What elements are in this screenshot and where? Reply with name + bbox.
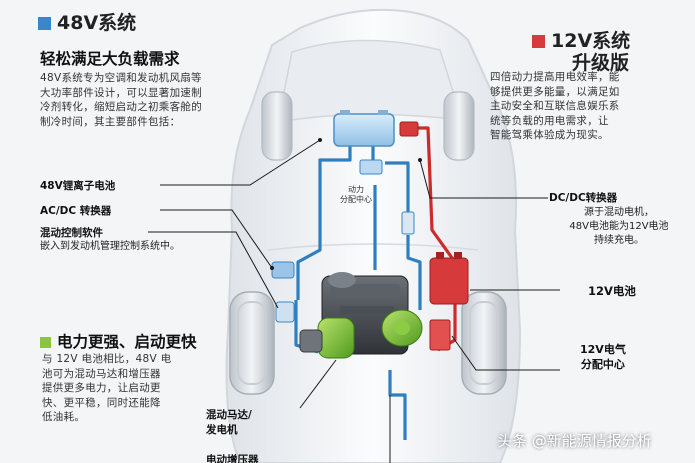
callout-hybrid-software-body: 嵌入到发动机管理控制系统中。 [40, 241, 180, 252]
power-center-line2: 分配中心 [340, 195, 372, 204]
left-body-line: 冷剂转化，缩短启动之初乘客舱的 [40, 101, 202, 113]
right-body-line: 四倍动力提高用电效率，能 [490, 71, 620, 83]
red-square-icon [532, 35, 545, 48]
bottom-body-line: 与 12V 电池相比，48V 电 [42, 353, 172, 365]
left-section-body: 48V系统专为空调和发动机风扇等 大功率部件设计，可以显著加速制 冷剂转化，缩短… [40, 71, 270, 129]
bottom-body-line: 低油耗。 [42, 411, 86, 423]
bottom-section-title-row: 电力更强、启动更快 [40, 330, 197, 352]
wheel-rear-right [443, 91, 475, 161]
left-section-title-row: 48V系统 [38, 8, 136, 35]
battery-48v [333, 110, 395, 147]
callout-acdc-converter: AC/DC 转换器 [40, 205, 112, 217]
callout-12v-distribution: 12V电气 分配中心 [580, 342, 626, 372]
bottom-body-line: 池可为混动马达和增压器 [42, 367, 161, 380]
dcdc-converter-block [399, 121, 419, 137]
wheel-front-left [229, 291, 275, 395]
power-center-line1: 动力 [348, 185, 364, 194]
dcdc-body-line: 源于混动电机， [584, 207, 654, 218]
electric-turbo [381, 309, 423, 347]
motor-generator [299, 317, 355, 359]
callout-motor-generator: 混动马达/ 发电机 [206, 408, 252, 438]
bottom-body-line: 快、更平稳，同时还能降 [42, 396, 161, 409]
left-body-line: 48V系统专为空调和发动机风扇等 [40, 72, 202, 84]
dist12-line1: 12V电气 [580, 343, 626, 356]
leader-lines [148, 139, 560, 463]
hybrid-control-box [275, 301, 295, 323]
right-body-line: 够提供更多能量，以满足如 [490, 85, 620, 98]
hood-line [267, 243, 479, 251]
power-distribution-box [359, 159, 383, 175]
left-section-title: 48V系统 [57, 12, 137, 34]
dcdc-body-line: 持续充电。 [594, 235, 644, 246]
inline-connector [401, 211, 415, 235]
battery-12v [429, 252, 469, 305]
callout-electric-turbo: 电动增压器 [206, 454, 259, 463]
bottom-body-line: 提供更多电力，让启动更 [42, 382, 161, 394]
callout-hybrid-software-title: 混动控制软件 [40, 227, 103, 239]
motor-line1: 混动马达/ [206, 409, 252, 421]
left-section-subtitle: 轻松满足大负载需求 [40, 50, 180, 68]
distribution-12v-box [429, 319, 451, 351]
pointer-dot-48v [318, 138, 322, 142]
callout-48v-battery: 48V锂离子电池 [40, 180, 116, 192]
right-body-line: 统等负载的用电需求，让 [490, 114, 609, 127]
blue-square-icon [38, 17, 51, 30]
right-section-title: 12V系统 [551, 30, 631, 52]
wheel-front-right [461, 291, 507, 395]
right-section-body: 四倍动力提高用电效率，能 够提供更多能量，以满足如 主动安全和互联信息娱乐系 统… [490, 70, 690, 143]
right-body-line: 主动安全和互联信息娱乐系 [490, 100, 620, 112]
acdc-converter-box [271, 261, 295, 279]
green-square-icon [40, 337, 51, 348]
dcdc-body-line: 48V电池能为12V电池 [569, 221, 669, 232]
right-section-title-row: 12V系统 [532, 26, 630, 53]
callout-dcdc-body: 源于混动电机， 48V电池能为12V电池 持续充电。 [549, 206, 689, 248]
bottom-section-title: 电力更强、启动更快 [57, 333, 197, 351]
callout-dcdc-title: DC/DC转换器 [549, 192, 618, 204]
pointer-dot-dcdc [418, 158, 422, 162]
left-body-line: 大功率部件设计，可以显著加速制 [40, 86, 202, 99]
left-body-line: 制冷时间，其主要部件包括： [40, 115, 181, 128]
wheel-rear-left [261, 91, 293, 161]
callout-power-center: 动力 分配中心 [338, 185, 374, 205]
watermark: 头条 @新能源情报分析 [497, 432, 652, 450]
callout-12v-battery: 12V电池 [588, 284, 636, 298]
motor-line2: 发电机 [206, 424, 238, 436]
dist12-line2: 分配中心 [580, 358, 625, 371]
right-body-line: 智能驾乘体验成为现实。 [490, 129, 609, 141]
pointer-dot-acdc [270, 266, 274, 270]
right-section-title-line2: 升级版 [572, 52, 630, 74]
windshield [277, 39, 464, 123]
bottom-section-body: 与 12V 电池相比，48V 电 池可为混动马达和增压器 提供更多电力，让启动更… [42, 352, 220, 425]
